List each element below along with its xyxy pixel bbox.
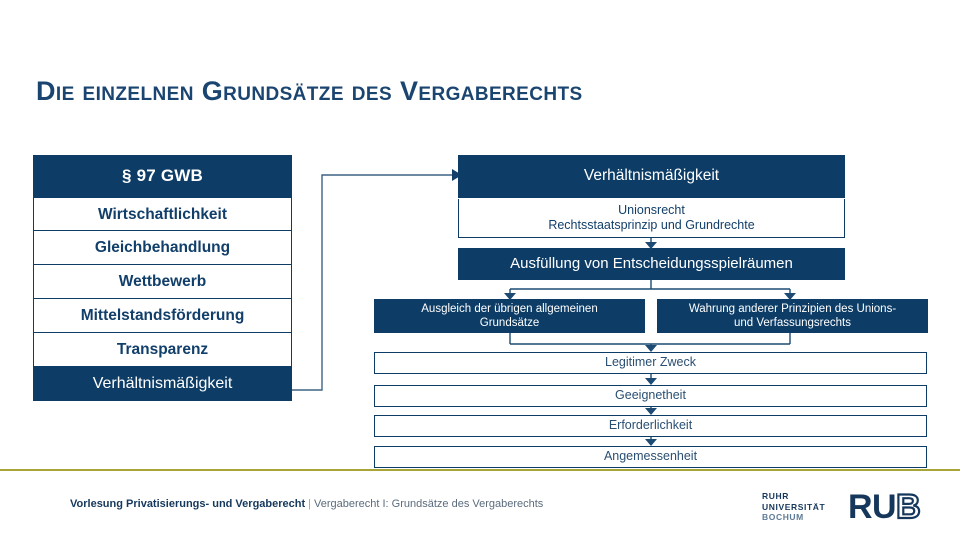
footer-separator: | xyxy=(308,498,311,510)
rub-monogram-hollow: B xyxy=(895,487,922,527)
page-title: Die einzelnen Grundsätze des Vergaberech… xyxy=(36,76,583,106)
rub-monogram-solid: RU xyxy=(848,488,897,526)
ausgleich-line-2: Grundsätze xyxy=(479,317,540,329)
gwb-row-gleichbehandlung: Gleichbehandlung xyxy=(33,231,292,265)
flow-box-erforderlichkeit: Erforderlichkeit xyxy=(374,415,927,437)
flow-box-unionsrecht: Unionsrecht Rechtsstaatsprinzip und Grun… xyxy=(458,199,845,238)
flow-box-ausgleich: Ausgleich der übrigen allgemeinen Grunds… xyxy=(374,299,645,333)
gwb-row-verhaeltnismaessigkeit: Verhältnismäßigkeit xyxy=(33,367,292,401)
flow-box-angemessenheit: Angemessenheit xyxy=(374,446,927,468)
unionsrecht-line-2: Rechtsstaatsprinzip und Grundrechte xyxy=(548,218,755,232)
rub-wordmark-line-2: UNIVERSITÄT xyxy=(762,501,826,512)
gwb-row-wirtschaftlichkeit: Wirtschaftlichkeit xyxy=(33,197,292,231)
gwb-principles-table: § 97 GWB Wirtschaftlichkeit Gleichbehand… xyxy=(33,155,292,401)
unionsrecht-line-1: Unionsrecht xyxy=(618,202,685,217)
rub-wordmark-line-3: BOCHUM xyxy=(762,512,804,522)
flow-box-legitimer-zweck: Legitimer Zweck xyxy=(374,352,927,374)
flow-box-wahrung: Wahrung anderer Prinzipien des Unions- u… xyxy=(657,299,928,333)
footer-course-title: Vorlesung Privatisierungs- und Vergabere… xyxy=(70,498,306,510)
rub-wordmark: RUHR UNIVERSITÄT BOCHUM xyxy=(762,491,825,523)
gwb-row-transparenz: Transparenz xyxy=(33,333,292,367)
footer-caption: Vorlesung Privatisierungs- und Vergabere… xyxy=(70,498,543,510)
rub-wordmark-line-1: RUHR xyxy=(762,491,789,501)
wahrung-line-2: und Verfassungsrechts xyxy=(733,317,851,329)
gwb-row-mittelstandsfoerderung: Mittelstandsförderung xyxy=(33,299,292,333)
flow-box-ausfuellung: Ausfüllung von Entscheidungsspielräumen xyxy=(458,248,845,280)
gwb-row-wettbewerb: Wettbewerb xyxy=(33,265,292,299)
rub-monogram: RUB xyxy=(848,487,922,527)
wahrung-line-1: Wahrung anderer Prinzipien des Unions- xyxy=(688,302,897,315)
gwb-table-header: § 97 GWB xyxy=(33,155,292,197)
footer-subtitle: Vergaberecht I: Grundsätze des Vergabere… xyxy=(314,498,544,510)
footer-divider xyxy=(0,469,960,471)
flow-box-geeignetheit: Geeignetheit xyxy=(374,385,927,407)
ausgleich-line-1: Ausgleich der übrigen allgemeinen xyxy=(421,302,598,315)
flow-box-verhaeltnismaessigkeit: Verhältnismäßigkeit xyxy=(458,155,845,198)
